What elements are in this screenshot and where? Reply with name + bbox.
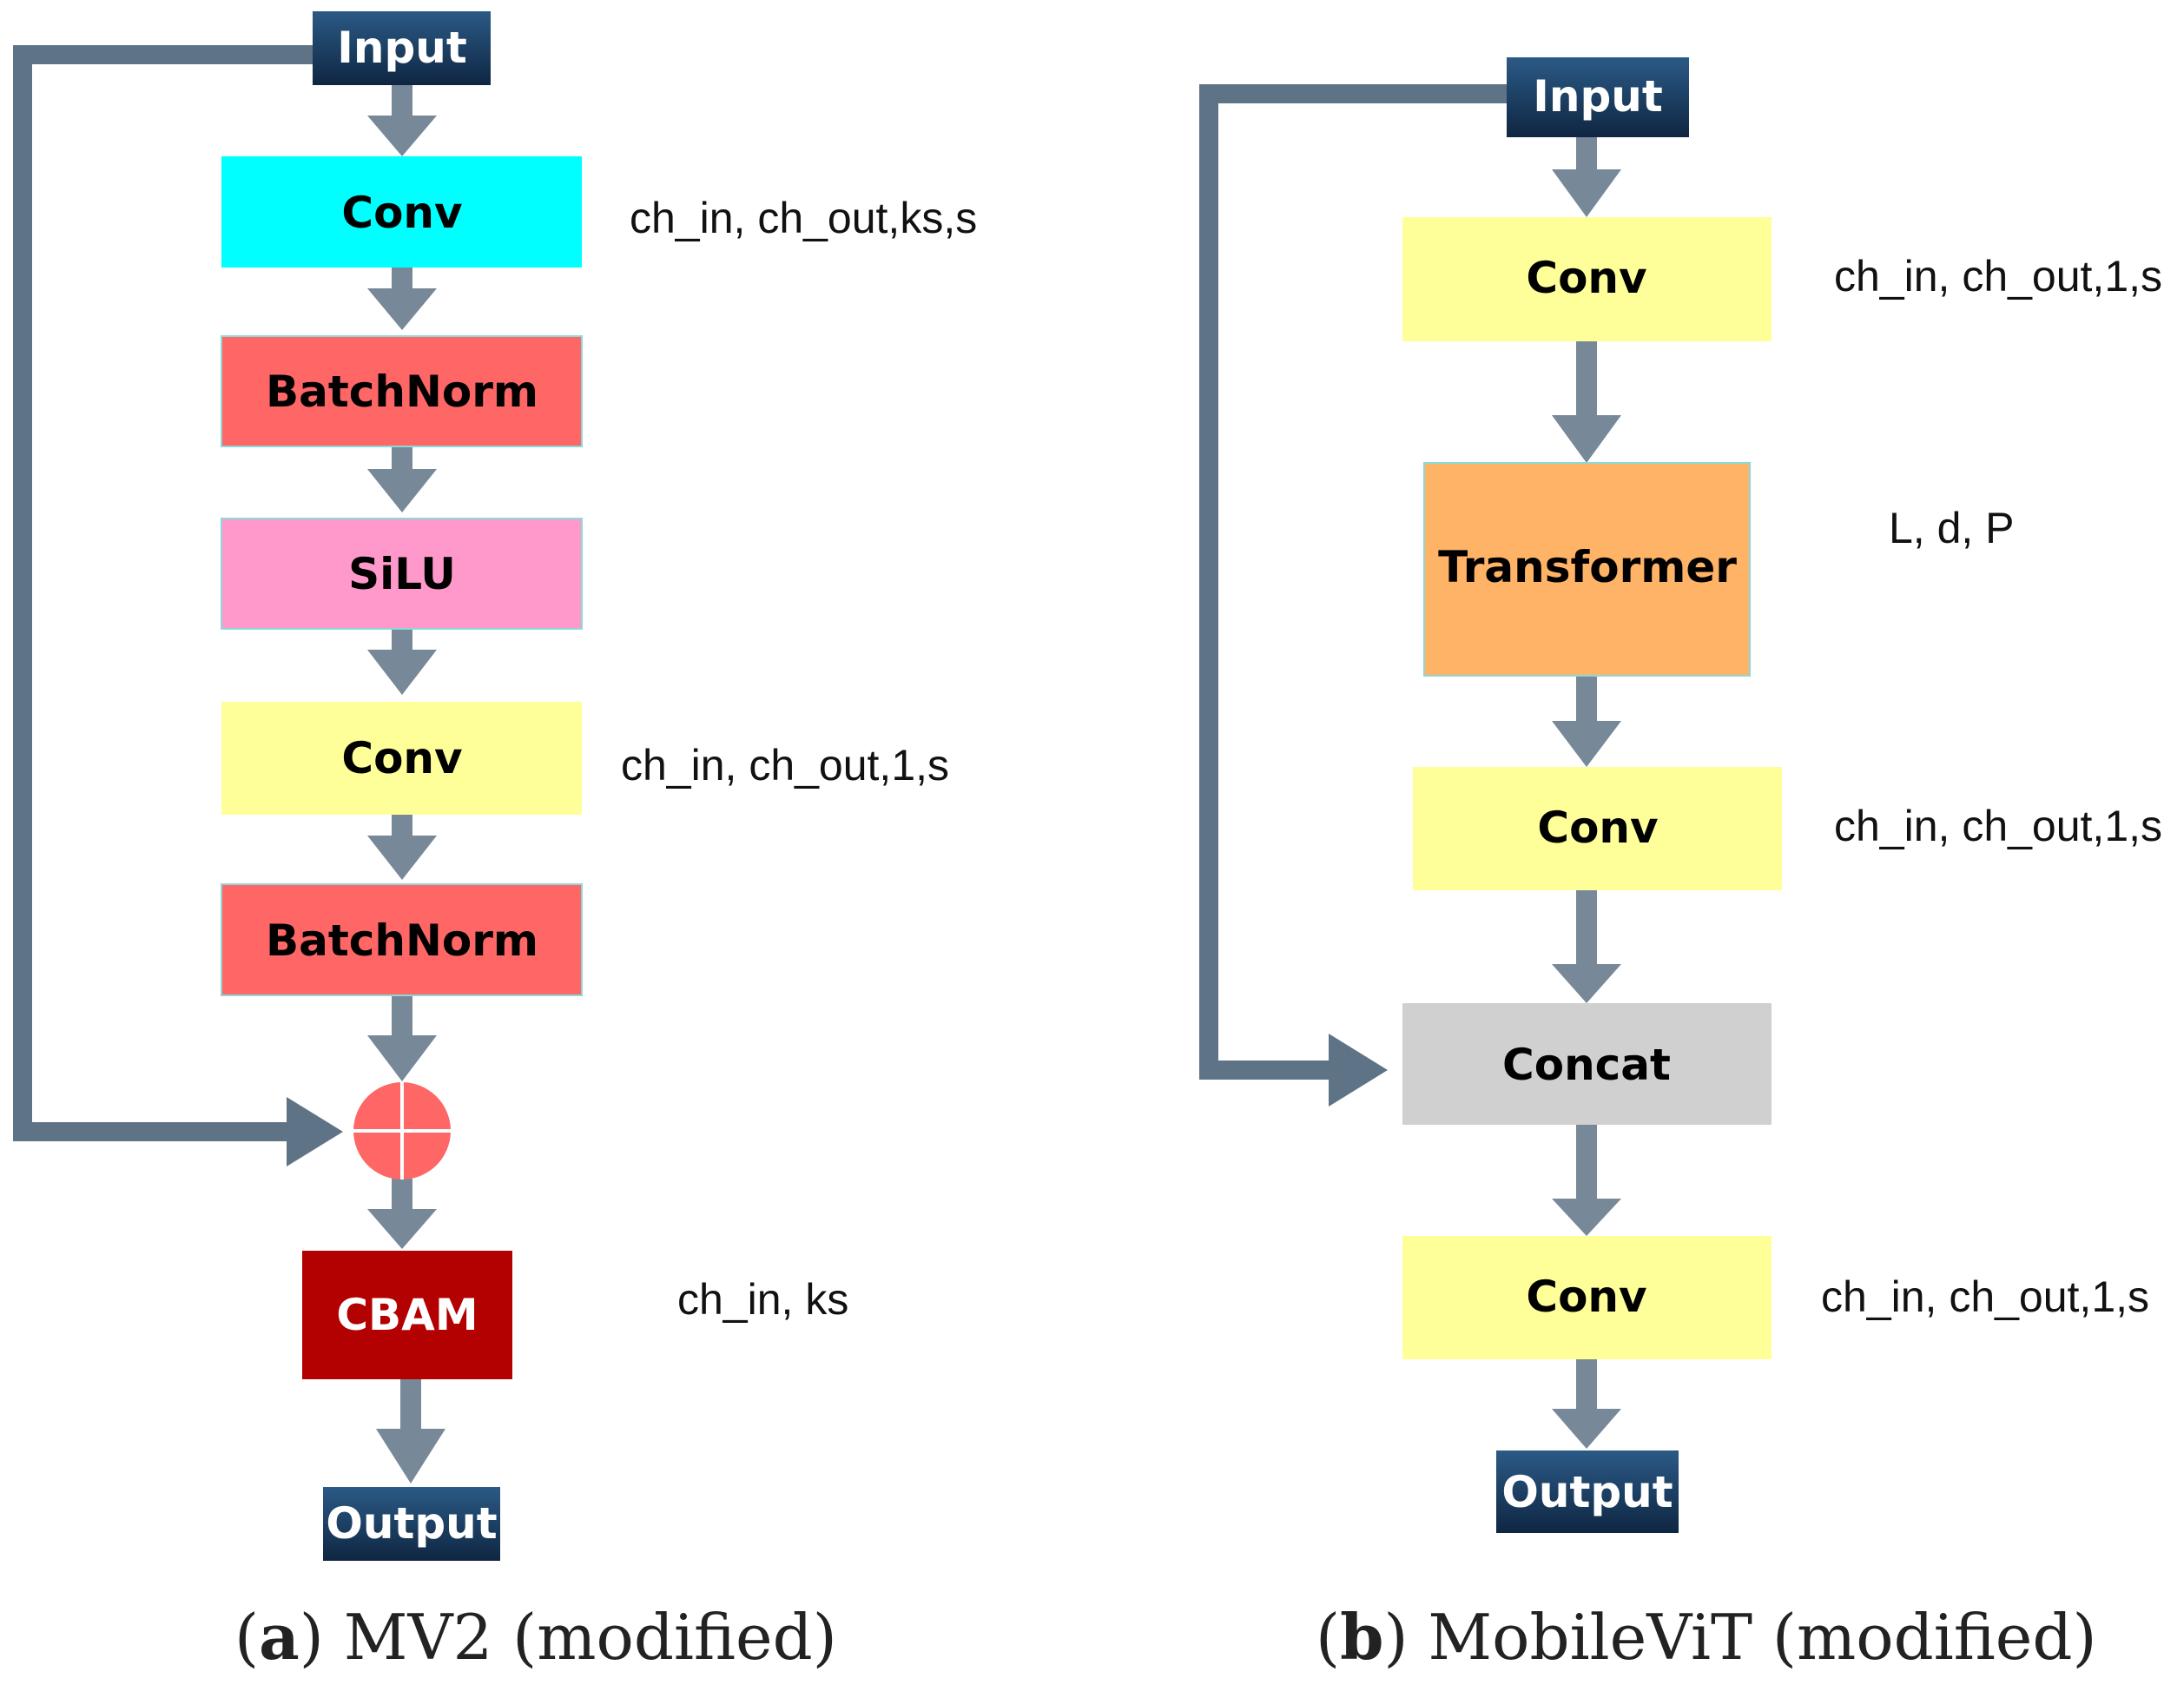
caption-b-letter: b: [1340, 1600, 1383, 1674]
caption-a-letter: a: [259, 1600, 300, 1674]
batchnorm-box-a1: [221, 335, 583, 447]
batchnorm-label-a1: BatchNorm: [266, 367, 538, 417]
caption-b: (b) MobileViT (modified): [1316, 1600, 2097, 1674]
conv-box-b1: [1402, 217, 1772, 341]
output-label-a: Output: [326, 1498, 497, 1549]
transformer-params-b: L, d, P: [1889, 504, 2015, 552]
transformer-box-b: [1423, 462, 1751, 677]
transformer-label-b: Transformer: [1438, 542, 1737, 592]
silu-label-a: SiLU: [348, 549, 456, 599]
diagram-b: Input Conv Transformer Conv Concat Conv …: [1199, 57, 2162, 1674]
skip-arrowhead-b: [1329, 1034, 1388, 1107]
output-label-b: Output: [1501, 1467, 1673, 1517]
cbam-label-a: CBAM: [336, 1290, 478, 1340]
conv-box-a1: [221, 156, 582, 268]
caption-b-text: MobileViT (modified): [1409, 1601, 2097, 1674]
input-box-b: [1507, 57, 1689, 137]
skip-arrowhead-a: [287, 1097, 343, 1166]
flow-arrows-b: [1552, 137, 1621, 1449]
output-box-b: [1496, 1450, 1679, 1533]
concat-label-b: Concat: [1502, 1040, 1671, 1090]
conv-params-a1: ch_in, ch_out,ks,s: [630, 194, 977, 242]
concat-box-b: [1402, 1003, 1772, 1125]
conv-params-a2: ch_in, ch_out,1,s: [621, 741, 949, 790]
cbam-params-a: ch_in, ks: [677, 1275, 848, 1324]
silu-box-a: [221, 518, 583, 630]
caption-a-text: MV2 (modified): [324, 1601, 837, 1674]
skip-connection-a: [13, 45, 313, 1141]
input-box-a: [313, 11, 491, 85]
conv-label-a1: Conv: [341, 188, 462, 238]
add-node-a: [353, 1082, 451, 1180]
flow-arrows-a: [367, 85, 445, 1483]
conv-params-b3: ch_in, ch_out,1,s: [1821, 1272, 2149, 1321]
output-box-a: [323, 1487, 500, 1561]
cbam-box-a: [302, 1251, 512, 1379]
batchnorm-label-a2: BatchNorm: [266, 915, 538, 966]
input-label-b: Input: [1533, 71, 1663, 122]
conv-box-b2: [1413, 767, 1782, 890]
conv-label-b3: Conv: [1526, 1272, 1646, 1322]
conv-box-a2: [221, 702, 582, 815]
conv-params-b1: ch_in, ch_out,1,s: [1834, 252, 2162, 301]
conv-label-b2: Conv: [1537, 803, 1658, 853]
conv-box-b3: [1402, 1236, 1772, 1359]
conv-label-b1: Conv: [1526, 253, 1646, 303]
input-label-a: Input: [337, 23, 467, 73]
batchnorm-box-a2: [221, 883, 583, 996]
skip-connection-b: [1199, 84, 1507, 1080]
caption-a: (a) MV2 (modified): [234, 1600, 837, 1674]
conv-params-b2: ch_in, ch_out,1,s: [1834, 802, 2162, 850]
diagram-a: Input Conv BatchNorm SiLU Conv BatchNorm…: [13, 11, 977, 1674]
conv-label-a2: Conv: [341, 733, 462, 783]
